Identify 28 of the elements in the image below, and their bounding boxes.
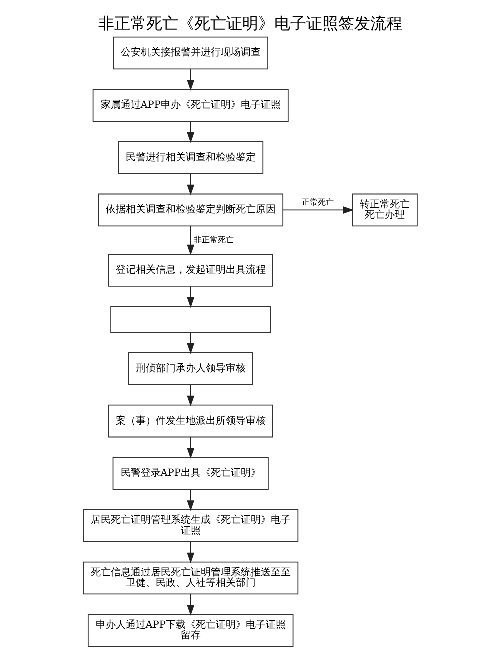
node-box: 家属通过APP申办《死亡证明》电子证照 <box>92 89 288 122</box>
arrow <box>186 489 194 512</box>
arrow <box>186 68 194 91</box>
node-box: 居民死亡证明管理系统生成《死亡证明》电子证照 <box>82 510 298 542</box>
node-box: 登记相关信息，发起证明出具流程 <box>108 254 273 287</box>
arrow <box>186 226 194 256</box>
edge-label: 正常死亡 <box>301 198 334 208</box>
node-box: 案（事）件发生地派出所领导审核 <box>108 404 273 438</box>
node-box: 死亡信息通过居民死亡证明管理系统推送至至卫健、民政、人社等相关部门 <box>82 562 298 595</box>
arrow <box>186 436 194 459</box>
diagram-title: 非正常死亡《死亡证明》电子证照签发流程 <box>98 14 402 33</box>
arrow <box>186 121 194 144</box>
node-box: 民警登录APP出具《死亡证明》 <box>112 457 268 490</box>
node-box: 转正常死亡死亡办理 <box>352 194 418 227</box>
node-box: 依据相关调查和检验鉴定判断死亡原因 <box>98 194 284 227</box>
arrow <box>186 286 194 308</box>
node-box <box>110 306 271 334</box>
edge-label: 非正常死亡 <box>193 235 234 244</box>
arrow <box>186 542 194 564</box>
arrow <box>186 594 194 616</box>
node-box: 民警进行相关调查和检验鉴定 <box>118 141 264 174</box>
arrow <box>186 332 194 354</box>
arrow <box>282 206 354 214</box>
node-box: 申办人通过APP下载《死亡证明》电子证照留存 <box>87 614 294 647</box>
arrow <box>186 174 194 196</box>
node-box: 刑侦部门承办人领导审核 <box>128 352 253 386</box>
node-box: 公安机关接报警并进行现场调查 <box>112 36 268 70</box>
arrow <box>186 384 194 407</box>
